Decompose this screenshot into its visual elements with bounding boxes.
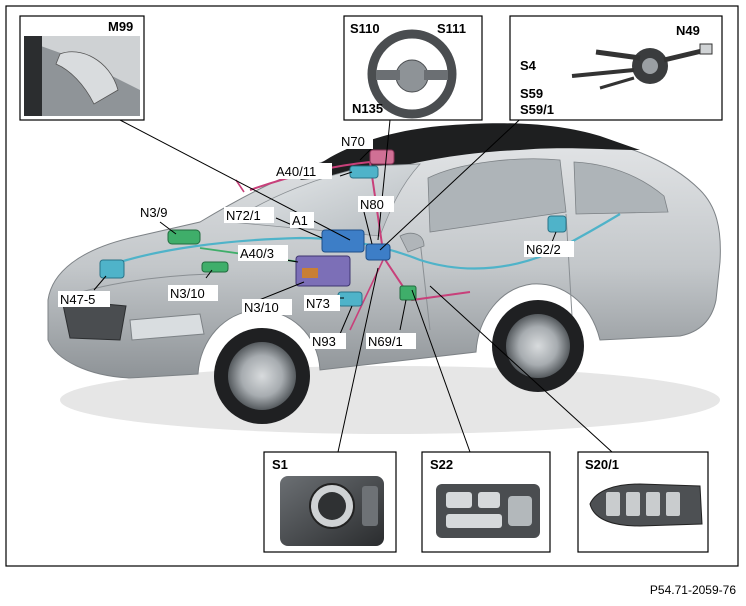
callout-a40-3: A40/3: [240, 246, 274, 261]
seat-switch-icon: [446, 492, 472, 508]
callout-n69-1: N69/1: [368, 334, 403, 349]
inset-label-s59: S59: [520, 86, 543, 101]
inset-label-s111: S111: [437, 21, 466, 36]
inset-label-s4: S4: [520, 58, 537, 73]
callout-a1: A1: [292, 213, 308, 228]
callout-n3-10-center: N3/10: [244, 300, 279, 315]
inset-label-s22: S22: [430, 457, 453, 472]
inset-label-s110: S110: [350, 21, 380, 36]
module-a40-11: [349, 165, 379, 179]
callout-n73: N73: [306, 296, 330, 311]
callout-labels: N70 A40/11 N3/9 N72/1 A1 N80 A40/3 N3/10…: [58, 133, 574, 349]
side-mirror: [399, 232, 425, 253]
figure-reference: P54.71-2059-76: [649, 583, 736, 597]
module-n69-1: [399, 285, 417, 301]
module-n73: [337, 291, 363, 307]
callout-n3-9: N3/9: [140, 205, 167, 220]
inset-s1: S1: [263, 451, 397, 553]
module-n62-2: [547, 215, 567, 233]
inset-m99: M99: [19, 15, 145, 121]
module-a40-3: [295, 255, 351, 287]
inset-label-s20-1: S20/1: [585, 457, 619, 472]
front-side-window: [427, 158, 567, 233]
rear-side-window: [573, 161, 669, 215]
diagram-frame: [5, 5, 739, 567]
headlight: [129, 313, 205, 341]
callout-n72-1: N72/1: [226, 208, 261, 223]
inset-column-switch: N49 S4 S59 S59/1: [509, 15, 723, 121]
inset-s22: S22: [421, 451, 551, 553]
vehicle-illustration: [47, 123, 721, 434]
inset-label-m99: M99: [108, 19, 133, 34]
leader-lines: [93, 109, 613, 453]
module-a1: [321, 229, 365, 253]
inset-label-s59-1: S59/1: [520, 102, 554, 117]
steering-wheel-icon: [367, 29, 457, 119]
callout-n47-5: N47-5: [60, 292, 95, 307]
callout-n3-10-front: N3/10: [170, 286, 205, 301]
module-n80: [365, 243, 391, 261]
callout-a40-11: A40/11: [276, 164, 316, 179]
callout-n70: N70: [341, 134, 365, 149]
inset-label-n135: N135: [352, 101, 383, 116]
callout-n80: N80: [360, 197, 384, 212]
inset-steering-wheel: S110 S111 N135: [343, 15, 483, 121]
callout-n62-2: N62/2: [526, 242, 561, 257]
module-n3-10: [201, 261, 229, 273]
inset-s20-1: S20/1: [577, 451, 709, 553]
callout-n93: N93: [312, 334, 336, 349]
inset-label-n49: N49: [676, 23, 700, 38]
module-n70: [369, 149, 395, 165]
inset-label-s1: S1: [272, 457, 288, 472]
module-n47-5: [99, 259, 125, 279]
